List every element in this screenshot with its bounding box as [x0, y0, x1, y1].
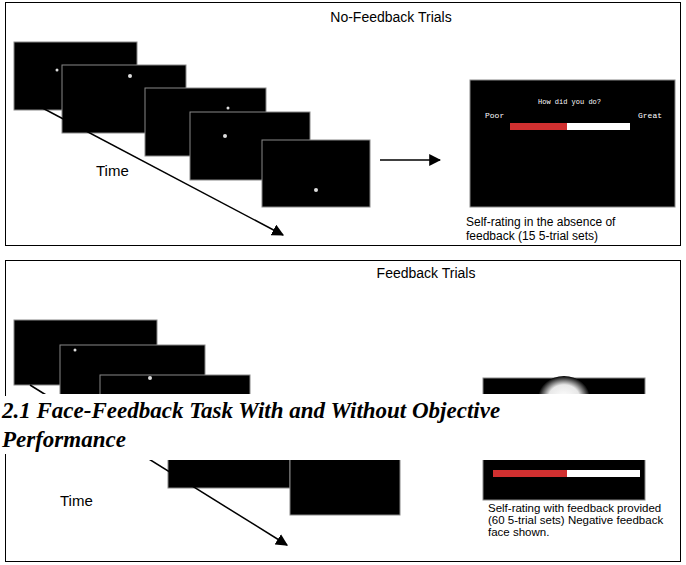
panel-title: No-Feedback Trials [296, 9, 486, 25]
rating-bar [567, 470, 640, 477]
figure-caption: 2.1 Face-Feedback Task With and Without … [2, 396, 542, 454]
scale-label: Great [622, 111, 662, 120]
panel-title: Feedback Trials [336, 265, 516, 281]
trial-panel: No-Feedback TrialsSelf-rating in the abs… [5, 2, 681, 246]
rating-prompt: How did you do? [467, 98, 672, 106]
rating-bar [567, 123, 630, 130]
caption-band [0, 394, 660, 460]
axis-label: Time [58, 492, 95, 509]
trial-screens [14, 42, 370, 207]
rating-bar-fill [493, 470, 567, 477]
target-dots [74, 349, 153, 381]
axis-label: Time [94, 162, 131, 179]
rating-screen: How did you do?PoorGreat [471, 81, 676, 208]
rating-bar-fill [510, 123, 567, 130]
panel-description: Self-rating with feedback provided (60 5… [488, 502, 678, 538]
flow-arrow [380, 159, 440, 161]
target-dots [56, 69, 319, 193]
time-arrow [33, 103, 283, 235]
panel-description: Self-rating in the absence of feedback (… [466, 215, 656, 243]
scale-label: Poor [485, 111, 525, 120]
